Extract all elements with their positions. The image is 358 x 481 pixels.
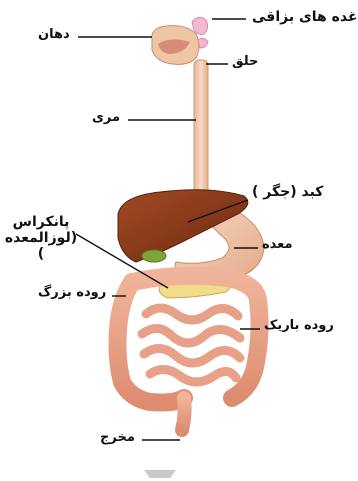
label-pancreas: پانکراس (لوزالمعده ): [2, 214, 80, 262]
mouth-organ: [152, 26, 199, 65]
label-stomach: معده: [262, 238, 293, 253]
label-liver: کبد (جگر ): [252, 184, 323, 200]
label-small-intestine: روده باریک: [264, 319, 334, 334]
gallbladder-organ: [142, 250, 166, 262]
esophagus-organ: [194, 60, 208, 210]
label-pharynx: حلق: [232, 55, 258, 70]
rectum-organ: [182, 398, 185, 430]
label-esophagus: مری: [92, 111, 120, 126]
label-mouth: دهان: [38, 28, 70, 43]
label-salivary-glands: غده های بزاقی: [252, 9, 358, 25]
bottom-divider-mark: [144, 470, 176, 478]
small-intestine-organ: [142, 308, 240, 382]
label-anus: مخرج: [100, 431, 135, 446]
label-large-intestine: روده بزرگ: [38, 286, 106, 301]
